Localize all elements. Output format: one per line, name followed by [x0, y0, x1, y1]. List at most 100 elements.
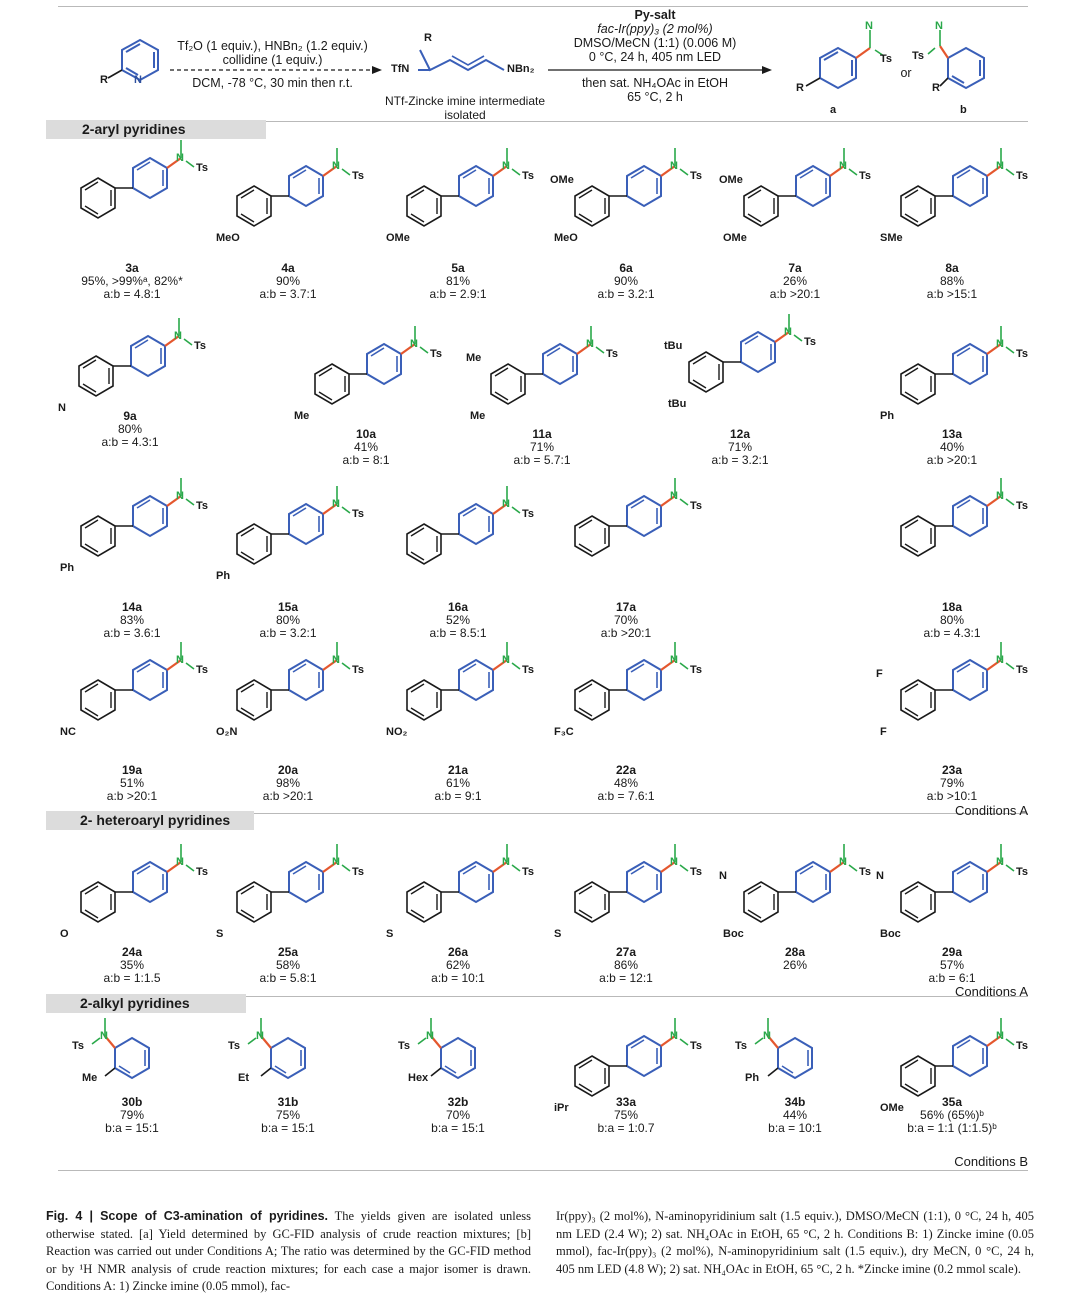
compound-yield: 70% [445, 1108, 471, 1122]
compound-id: 29a [941, 945, 963, 959]
structure-12a [688, 314, 803, 393]
ts-label: Ts [196, 500, 209, 512]
compound-id: 20a [277, 763, 299, 777]
compound-ratio: a:b >20:1 [926, 453, 978, 467]
structure-29a [900, 844, 1015, 923]
int-tfn-label: TfN [391, 63, 410, 75]
compound-yield: 71% [529, 440, 555, 454]
reaction-scheme-svg [107, 30, 985, 90]
n-label: N [670, 856, 678, 868]
compound-yield: 90% [275, 274, 301, 288]
structure-21a [406, 642, 521, 721]
sm-pyridine-ring [121, 38, 159, 82]
compound-yield: 80% [117, 422, 143, 436]
int-label-1: NTf-Zincke imine intermediate [384, 94, 546, 108]
compound-id: 28a [784, 945, 806, 959]
structure-18a [900, 478, 1015, 557]
ts-label: Ts [1016, 500, 1029, 512]
substituent-label: O₂N [216, 726, 238, 738]
structure-11a [490, 326, 605, 405]
compound-yield: 90% [613, 274, 639, 288]
prod-a-ts: Ts [880, 53, 893, 65]
compound-ratio: b:a = 15:1 [431, 1121, 485, 1135]
compound-ratio: a:b = 6:1 [928, 971, 976, 985]
substituent-label: O [60, 928, 69, 940]
ts-label: Ts [352, 664, 365, 676]
n-label: N [332, 654, 340, 666]
compound-id: 24a [121, 945, 143, 959]
compound-yield: 57% [939, 958, 965, 972]
prod-a-n: N [865, 20, 873, 32]
n-label: N [996, 338, 1004, 350]
structure-5a [406, 148, 521, 227]
ts-label: Ts [352, 866, 365, 878]
structure-31b [247, 1018, 306, 1080]
n-label: N [996, 490, 1004, 502]
compound-yield: 86% [613, 958, 639, 972]
structure-32b [417, 1018, 476, 1080]
compound-yield: 70% [613, 613, 639, 627]
compound-id: 8a [945, 261, 959, 275]
compound-yield: 40% [939, 440, 965, 454]
conditions-b-label: Conditions B [954, 1154, 1028, 1169]
substituent-label: Et [238, 1072, 249, 1084]
section-aryl: 2-aryl pyridines [46, 120, 266, 139]
substituent-label: S [216, 928, 224, 940]
substituent-label-2: N [719, 870, 727, 882]
compound-ratio: a:b = 3.7:1 [259, 287, 317, 301]
compound-yield: 44% [782, 1108, 808, 1122]
compound-id: 34b [784, 1095, 806, 1109]
rule-heteroaryl [58, 813, 1028, 814]
n-label: N [502, 498, 510, 510]
structure-26a [406, 844, 521, 923]
structure-23a [900, 642, 1015, 721]
top-rule [58, 6, 1028, 7]
substituent-label: OMe [880, 1102, 904, 1114]
step2-reagent: Py-salt [634, 8, 676, 22]
compound-20a: Ts N O₂N [198, 634, 368, 794]
substituent-label: S [386, 928, 394, 940]
structure-13a [900, 326, 1015, 405]
compound-ratio: a:b = 3.2:1 [597, 287, 655, 301]
n-label: N [670, 160, 678, 172]
compound-ratio: b:a = 1:0.7 [597, 1121, 655, 1135]
step2-line2: DMSO/MeCN (1:1) (0.006 M) [573, 36, 737, 50]
compound-ratio: a:b >10:1 [926, 789, 978, 803]
structure-16a [406, 486, 521, 565]
compound-yield: 75% [275, 1108, 301, 1122]
intermediate-label: NTf-Zincke imine intermediate isolated [375, 94, 555, 122]
n-label: N [996, 856, 1004, 868]
ts-label: Ts [522, 170, 535, 182]
compound-ratio: a:b = 4.8:1 [103, 287, 161, 301]
n-label: N [670, 654, 678, 666]
compound-yield: 80% [939, 613, 965, 627]
substituent-label: MeO [216, 232, 240, 244]
ts-label: Ts [859, 866, 872, 878]
compound-ratio: b:a = 15:1 [105, 1121, 159, 1135]
n-label: N [256, 1030, 264, 1042]
structure-34b [754, 1018, 813, 1080]
n-label: N [176, 152, 184, 164]
n-label: N [784, 326, 792, 338]
substituent-label: OMe [386, 232, 410, 244]
prod-or: or [900, 66, 912, 80]
substituent-label: Hex [408, 1072, 429, 1084]
prod-b-n: N [935, 20, 943, 32]
n-label: N [763, 1030, 771, 1042]
